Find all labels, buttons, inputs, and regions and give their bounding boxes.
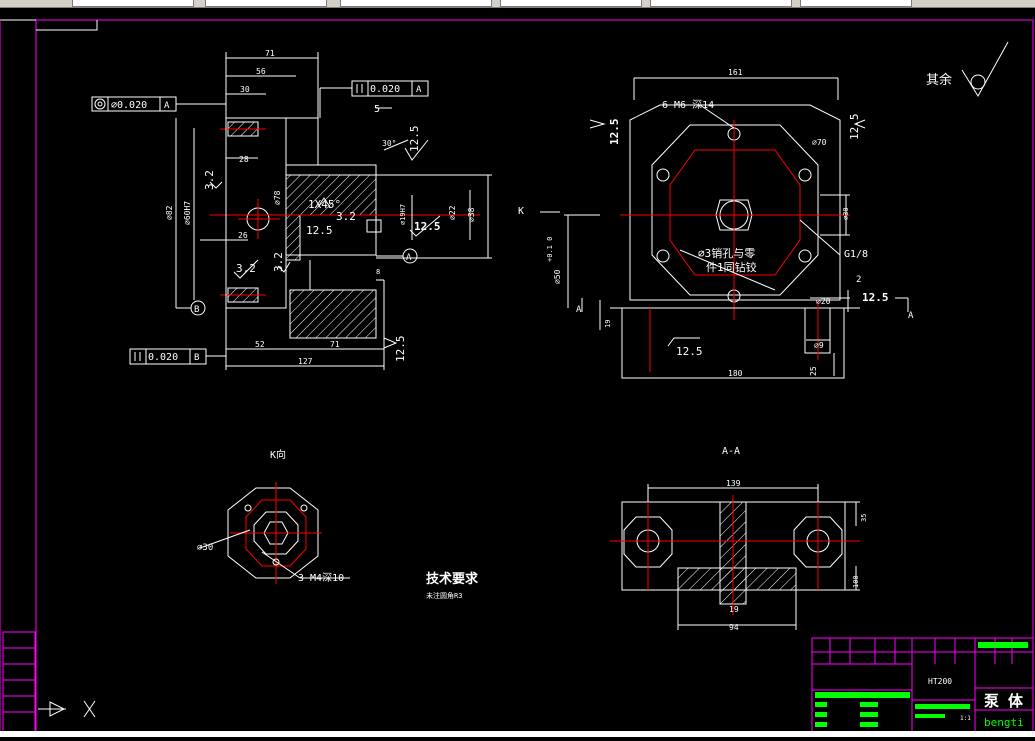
command-line[interactable] <box>0 731 1035 737</box>
svg-text:⌀9: ⌀9 <box>814 341 824 350</box>
roughness-others: 其余 <box>926 41 1009 97</box>
svg-text:12.5: 12.5 <box>608 119 621 146</box>
svg-text:5: 5 <box>374 104 380 115</box>
aa-view-text: A-A 139 35 100 19 94 <box>722 446 868 632</box>
svg-text:件1同钻铰: 件1同钻铰 <box>706 260 757 274</box>
svg-text:⌀78: ⌀78 <box>273 190 282 205</box>
svg-text:30°: 30° <box>382 139 396 148</box>
svg-text:G1/8: G1/8 <box>844 249 868 260</box>
svg-text:71: 71 <box>330 340 340 349</box>
svg-text:19: 19 <box>604 320 612 328</box>
svg-text:1X45°: 1X45° <box>308 198 341 211</box>
aa-section-view <box>610 484 860 630</box>
svg-text:K向: K向 <box>270 448 286 461</box>
svg-text:⌀30: ⌀30 <box>842 207 850 220</box>
linetype-dropdown[interactable] <box>500 0 642 7</box>
svg-text:⌀19H7: ⌀19H7 <box>399 204 407 225</box>
svg-text:未注圆角R3: 未注圆角R3 <box>426 591 462 600</box>
svg-text:⌀60H7: ⌀60H7 <box>183 201 192 225</box>
toolbar <box>0 0 1035 8</box>
svg-text:K: K <box>518 206 524 217</box>
svg-text:52: 52 <box>255 340 265 349</box>
k-view-text: K向 ⌀30 3-M4深10 <box>197 448 344 584</box>
svg-text:A: A <box>416 85 422 95</box>
svg-text:139: 139 <box>726 479 741 488</box>
svg-text:3.2: 3.2 <box>272 252 285 272</box>
style-dropdown[interactable] <box>205 0 327 7</box>
svg-text:+0.1 0: +0.1 0 <box>546 237 554 262</box>
left-section-view <box>91 52 866 370</box>
svg-text:0.020: 0.020 <box>370 84 400 95</box>
svg-text:⌀38: ⌀38 <box>467 207 476 222</box>
svg-text:26: 26 <box>238 231 248 240</box>
svg-text:A: A <box>406 253 412 263</box>
svg-text:HT200: HT200 <box>928 677 952 686</box>
left-view-text: 71 56 30 28 26 52 71 127 5 30° 1X45° ⌀82… <box>111 49 476 366</box>
svg-text:94: 94 <box>729 623 739 632</box>
svg-text:A: A <box>908 311 914 321</box>
svg-text:28: 28 <box>239 155 249 164</box>
svg-text:3.2: 3.2 <box>203 170 216 190</box>
svg-text:其余: 其余 <box>926 72 952 88</box>
drawing-canvas[interactable]: 71 56 30 28 26 52 71 127 5 30° 1X45° ⌀82… <box>0 8 1035 737</box>
right-view-text: 161 6-M6 深14 ⌀70 12.5 12.5 12.5 12.5 ⌀50… <box>518 68 914 378</box>
svg-text:B: B <box>194 353 199 363</box>
svg-text:12.5: 12.5 <box>306 224 333 237</box>
svg-text:127: 127 <box>298 357 313 366</box>
svg-text:12.5: 12.5 <box>862 291 889 304</box>
svg-text:12.5: 12.5 <box>848 114 861 141</box>
svg-text:12.5: 12.5 <box>394 336 407 363</box>
svg-text:⌀50: ⌀50 <box>553 269 562 284</box>
svg-text:161: 161 <box>728 68 743 77</box>
svg-text:0.020: 0.020 <box>148 352 178 363</box>
svg-text:⌀3销孔与零: ⌀3销孔与零 <box>698 246 755 260</box>
svg-text:2: 2 <box>856 275 861 285</box>
svg-text:⌀22: ⌀22 <box>448 205 457 220</box>
side-strip <box>2 631 96 733</box>
svg-text:12.5: 12.5 <box>676 345 703 358</box>
svg-text:bengti: bengti <box>984 716 1024 729</box>
svg-text:技术要求: 技术要求 <box>426 571 479 587</box>
drawing-border <box>0 19 1034 737</box>
svg-text:⌀30: ⌀30 <box>197 543 213 553</box>
svg-text:A: A <box>164 101 170 111</box>
layer-dropdown[interactable] <box>72 0 194 7</box>
svg-text:A-A: A-A <box>722 446 740 457</box>
svg-text:56: 56 <box>256 67 266 76</box>
svg-text:8: 8 <box>376 268 380 276</box>
svg-text:⌀70: ⌀70 <box>812 138 827 147</box>
k-view <box>199 482 350 584</box>
svg-text:⌀82: ⌀82 <box>165 205 174 220</box>
title-block-text: HT200 泵 体 bengti 1:1 <box>928 677 1024 729</box>
svg-text:泵 体: 泵 体 <box>984 692 1024 710</box>
color-dropdown[interactable] <box>340 0 492 7</box>
tech-requirements: 技术要求 未注圆角R3 <box>426 571 479 600</box>
ucs-icon <box>38 700 96 718</box>
plotstyle-dropdown[interactable] <box>800 0 912 7</box>
right-front-view <box>540 77 909 379</box>
svg-text:12.5: 12.5 <box>408 126 421 153</box>
svg-text:1:1: 1:1 <box>960 715 971 722</box>
svg-text:⌀0.020: ⌀0.020 <box>111 100 147 111</box>
svg-text:71: 71 <box>265 49 275 58</box>
svg-text:3.2: 3.2 <box>236 262 256 275</box>
svg-text:35: 35 <box>860 514 868 522</box>
svg-text:25: 25 <box>809 366 818 376</box>
svg-text:3.2: 3.2 <box>336 210 356 223</box>
svg-text:19: 19 <box>729 605 739 614</box>
svg-text:6-M6 深14: 6-M6 深14 <box>662 99 714 111</box>
svg-text:12.5: 12.5 <box>414 220 441 233</box>
svg-text:⌀20: ⌀20 <box>816 297 831 306</box>
svg-text:180: 180 <box>728 369 743 378</box>
svg-text:30: 30 <box>240 85 250 94</box>
svg-text:100: 100 <box>852 575 860 588</box>
svg-text:A: A <box>576 305 582 315</box>
svg-text:B: B <box>194 305 199 315</box>
svg-text:3-M4深10: 3-M4深10 <box>298 572 344 584</box>
lineweight-dropdown[interactable] <box>650 0 792 7</box>
